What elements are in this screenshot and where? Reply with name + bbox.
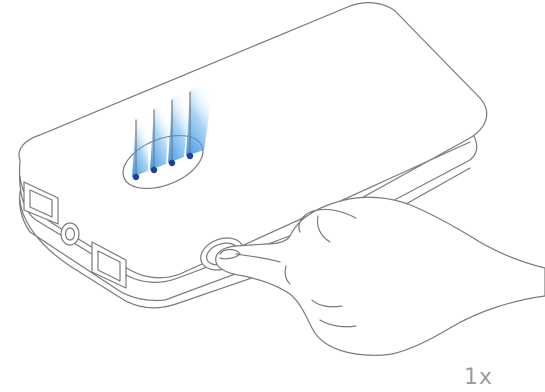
input-port [61, 223, 79, 245]
led-dot-2 [151, 167, 157, 173]
led-dot-1 [133, 174, 139, 180]
led-dot-3 [169, 160, 175, 166]
led-dot-4 [187, 153, 193, 159]
press-count-label: 1x [464, 365, 493, 390]
